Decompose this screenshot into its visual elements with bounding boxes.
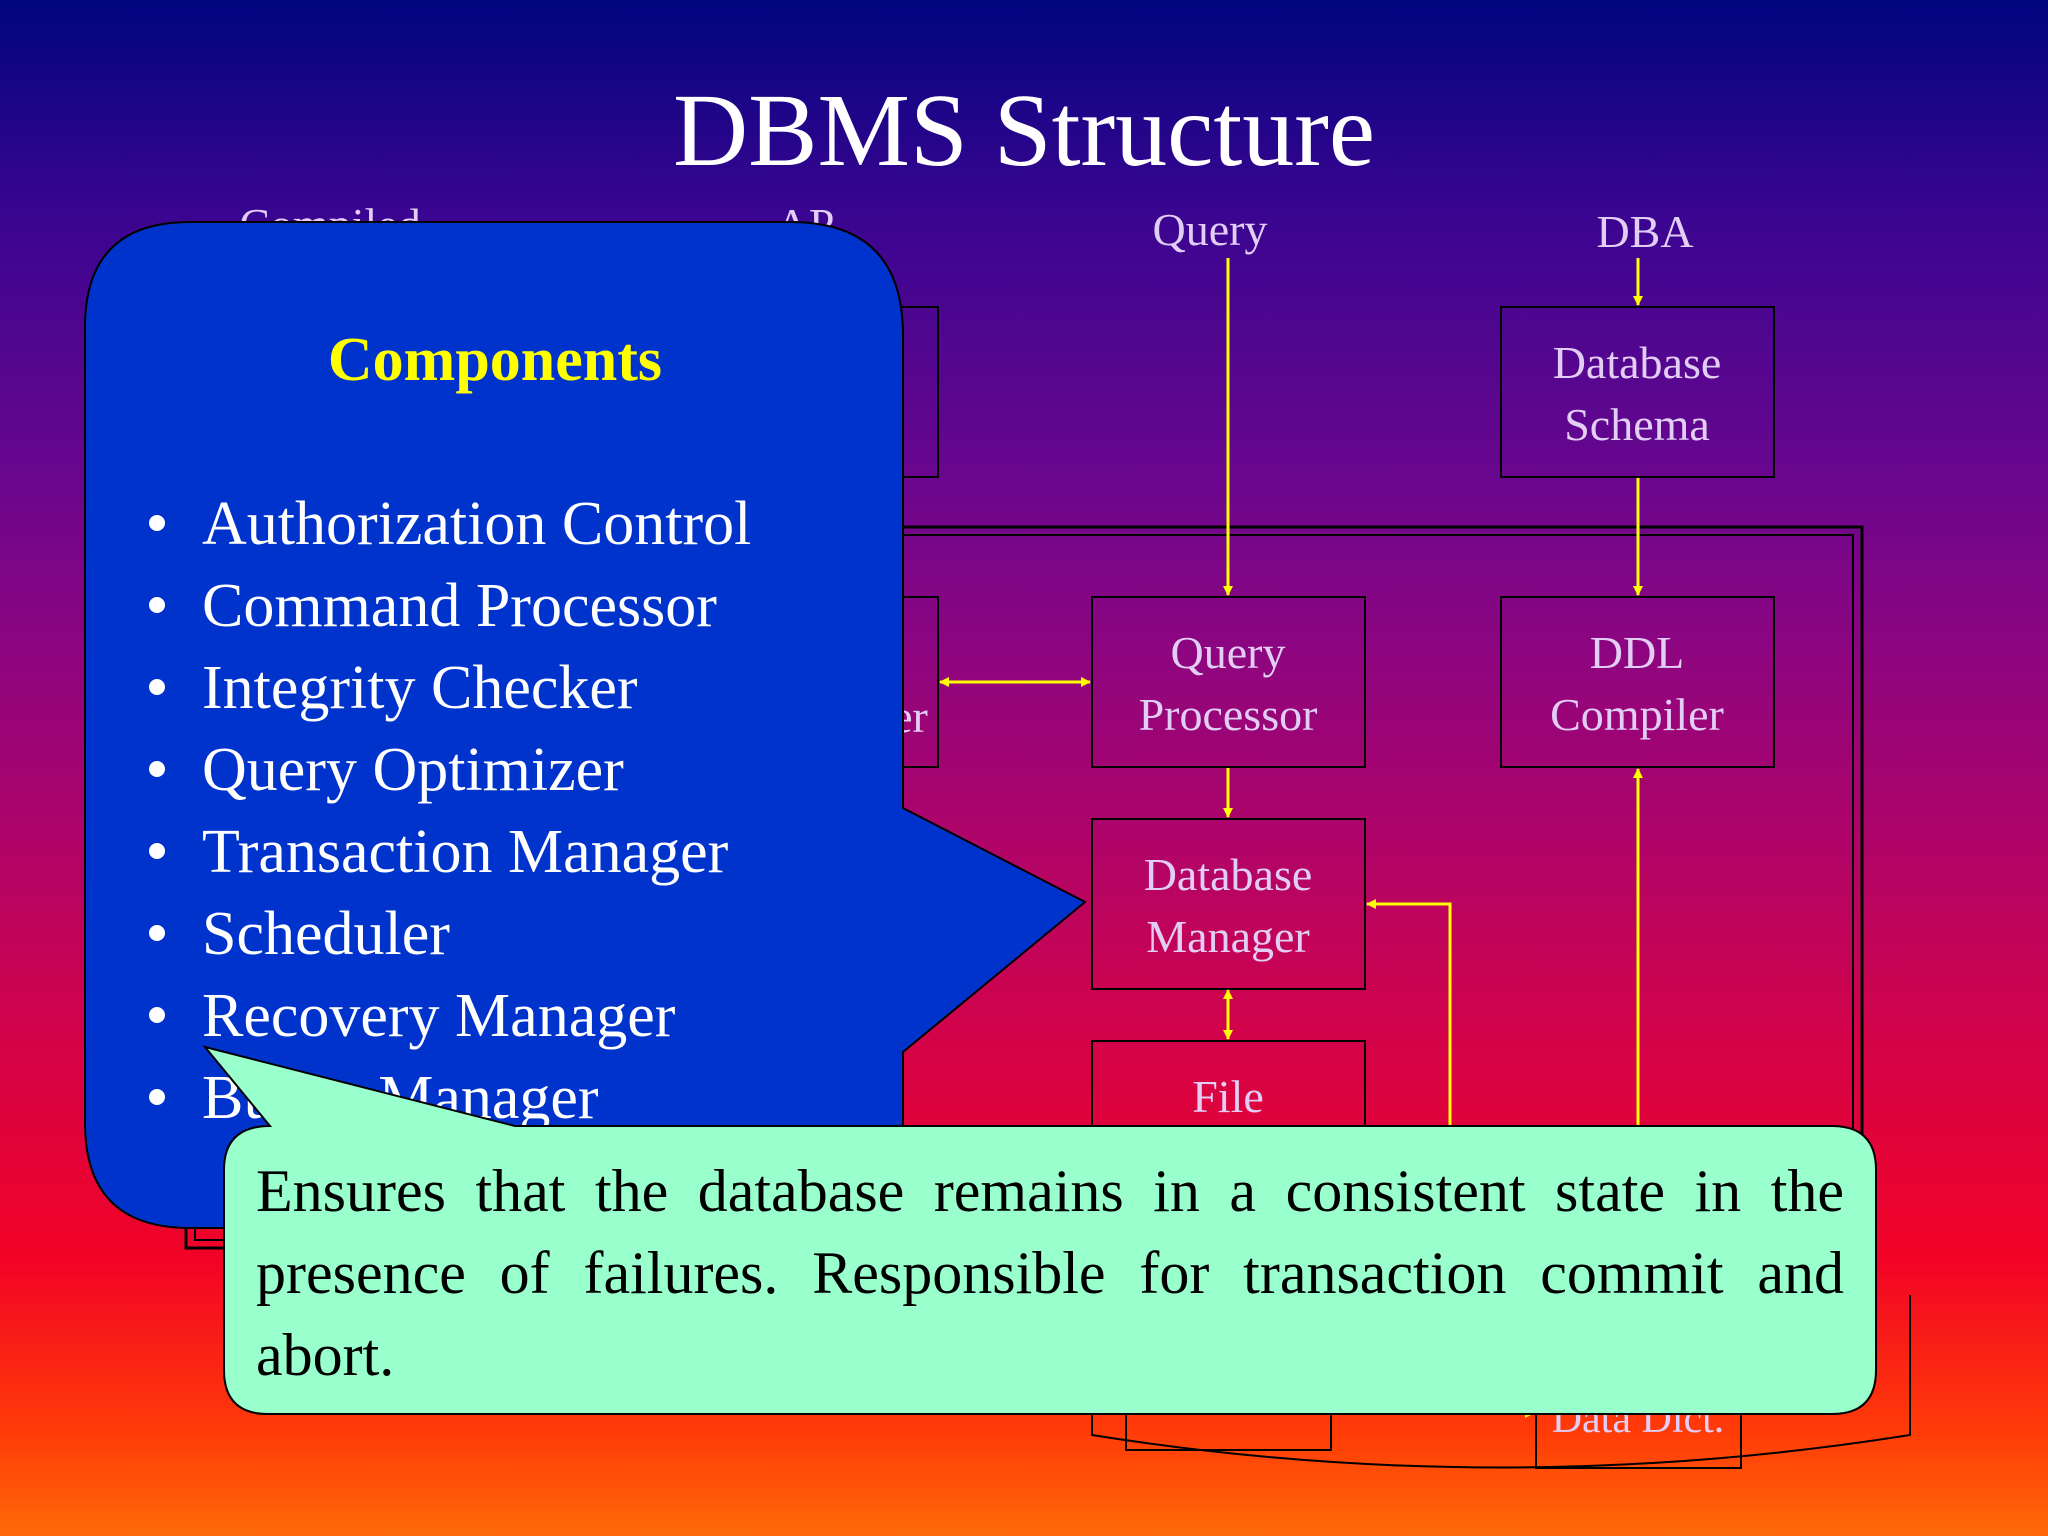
- component-item: Recovery Manager: [202, 982, 676, 1050]
- database-manager-box: [1091, 818, 1366, 990]
- components-list: Authorization Control Command Processor …: [149, 490, 751, 1132]
- database-schema-box: [1500, 306, 1775, 478]
- bullet-icon: [149, 679, 165, 695]
- bullet-icon: [149, 515, 165, 531]
- component-item: Integrity Checker: [202, 654, 638, 722]
- storage-cylinder: [1091, 1295, 1911, 1469]
- ddl-compiler-box: [1500, 596, 1775, 768]
- bullet-icon: [149, 761, 165, 777]
- description-callout: [202, 1045, 1877, 1415]
- bullet-icon: [149, 843, 165, 859]
- components-heading: Components: [328, 326, 662, 394]
- ddl-compiler-label-2: Compiler: [1550, 689, 1724, 740]
- query-processor-label-1: Query: [1171, 627, 1286, 678]
- component-item: Query Optimizer: [202, 736, 624, 804]
- input-dba: DBA: [1596, 206, 1693, 257]
- query-processor-label-2: Processor: [1139, 689, 1318, 740]
- description-text: Ensures that the database remains in a c…: [256, 1158, 1844, 1388]
- component-item: Command Processor: [202, 572, 717, 640]
- database-manager-label-1: Database: [1144, 849, 1313, 900]
- component-item: Scheduler: [202, 900, 450, 968]
- arrow-to-dbmanager: [1366, 899, 1452, 1130]
- file-manager-label-1: File: [1192, 1071, 1264, 1122]
- query-processor-box: [1091, 596, 1366, 768]
- database-schema-label-2: Schema: [1564, 399, 1710, 450]
- database-schema-label-1: Database: [1553, 337, 1722, 388]
- ddl-compiler-label-1: DDL: [1590, 627, 1685, 678]
- input-query: Query: [1153, 204, 1268, 255]
- bullet-icon: [149, 1007, 165, 1023]
- database-manager-label-2: Manager: [1146, 911, 1309, 962]
- component-item: Authorization Control: [202, 490, 751, 558]
- bullet-icon: [149, 597, 165, 613]
- bullet-icon: [149, 1089, 165, 1105]
- slide-title: DBMS Structure: [673, 73, 1375, 188]
- component-item: Transaction Manager: [202, 818, 729, 886]
- bullet-icon: [149, 925, 165, 941]
